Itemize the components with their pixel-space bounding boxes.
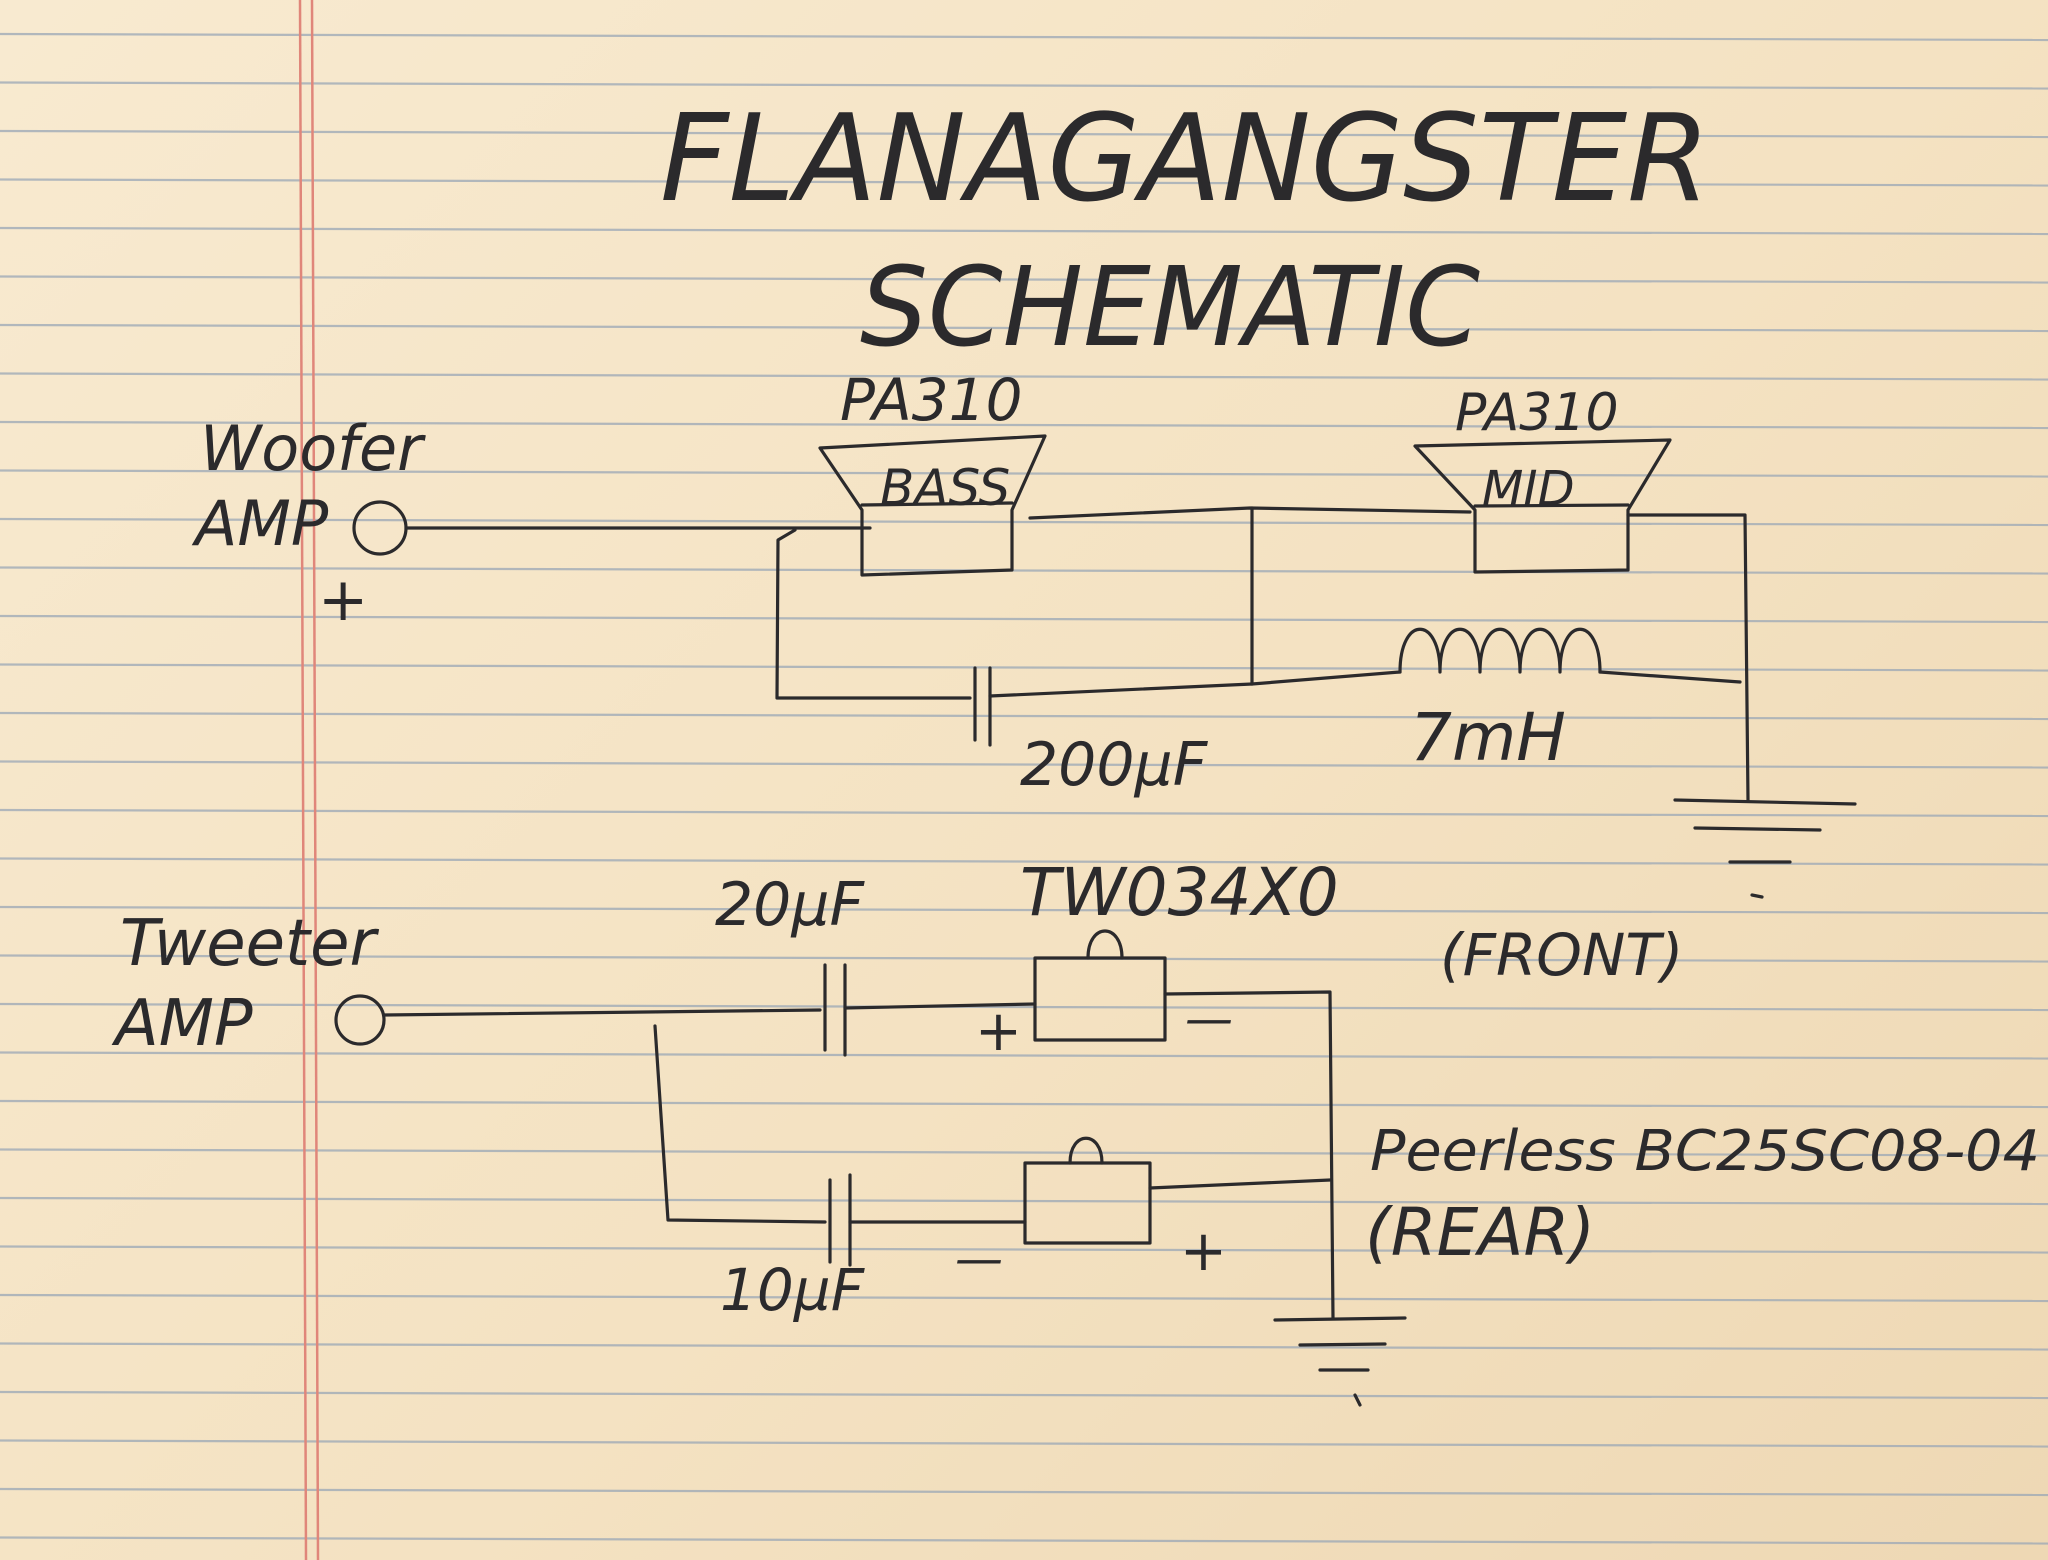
rule-line <box>0 857 2048 866</box>
rule-line <box>0 32 2048 42</box>
bass-out-wire <box>1028 506 1472 520</box>
rule-line <box>0 1148 2048 1157</box>
margin-line-2 <box>310 0 320 1560</box>
front-plus-label: + <box>975 999 1022 1064</box>
rule-line <box>0 323 2048 333</box>
capacitor-10uf-symbol <box>828 1173 852 1267</box>
capacitor-200uf-symbol <box>973 666 992 747</box>
capacitor-200uf-label: 200µF <box>1020 730 1209 800</box>
front-tweeter-symbol <box>1033 929 1167 1042</box>
rule-line <box>0 372 2048 381</box>
rule-line <box>0 275 2048 284</box>
rear-plus-label: + <box>1180 1219 1227 1284</box>
front-out-wire <box>1163 990 1335 1320</box>
title-line-2: SCHEMATIC <box>860 243 1480 371</box>
rule-line <box>0 614 2048 624</box>
front-tweeter-note: (FRONT) <box>1440 921 1683 989</box>
rule-line <box>0 1536 2048 1545</box>
mid-driver-label: MID <box>1482 461 1575 517</box>
rear-tweeter-note: (REAR) <box>1365 1194 1595 1271</box>
rule-line <box>0 954 2048 963</box>
bass-driver-symbol <box>818 434 1047 577</box>
title-line-1: FLANAGANGSTER <box>660 90 1710 229</box>
rule-line <box>0 808 2048 818</box>
ground-symbol-bottom <box>1273 1316 1407 1407</box>
rear-minus-label: — <box>955 1231 1003 1287</box>
rule-line <box>0 760 2048 769</box>
rear-tweeter-symbol <box>1023 1136 1152 1245</box>
inductor-7mh-symbol <box>1398 627 1602 674</box>
bass-model-label: PA310 <box>840 366 1022 434</box>
rule-line <box>0 711 2048 721</box>
rule-line <box>0 1293 2048 1303</box>
rule-line <box>0 129 2048 139</box>
coil-to-ground-wire <box>1598 670 1742 684</box>
rule-line <box>0 226 2048 236</box>
bass-feed-branch <box>775 528 972 700</box>
rule-line <box>0 420 2048 430</box>
woofer-amp-label-1: Woofer <box>200 412 426 485</box>
cap-to-junction-wire <box>988 682 1254 698</box>
rule-line <box>0 566 2048 575</box>
ground-symbol-top <box>1673 798 1857 899</box>
rule-line <box>0 1487 2048 1497</box>
cap20-to-front-wire <box>843 1002 1037 1010</box>
capacitor-10uf-label: 10µF <box>720 1256 866 1324</box>
capacitor-20uf-label: 20µF <box>715 870 866 940</box>
front-tweeter-model-label: TW034X0 <box>1020 854 1339 931</box>
woofer-amp-label-2: AMP <box>191 487 329 560</box>
mid-driver-symbol <box>1413 438 1672 574</box>
woofer-amp-terminal <box>352 500 408 556</box>
rule-line <box>0 517 2048 527</box>
bass-driver-label: BASS <box>880 459 1010 517</box>
rule-line <box>0 1099 2048 1109</box>
tweeter-amp-label-1: Tweeter <box>120 907 379 981</box>
tweeter-amp-terminal <box>334 994 386 1046</box>
front-minus-label: — <box>1185 991 1233 1047</box>
rear-feed-branch <box>653 1024 827 1224</box>
rule-line <box>0 1342 2048 1351</box>
rule-line <box>0 905 2048 915</box>
capacitor-20uf-symbol <box>823 963 847 1057</box>
mid-return-wire <box>1626 513 1750 802</box>
rear-out-wire <box>1148 1178 1332 1190</box>
rule-line <box>0 663 2048 672</box>
rear-tweeter-model-label: Peerless BC25SC08-04 <box>1370 1119 2040 1184</box>
rule-line <box>0 178 2048 187</box>
tweeter-amp-label-2: AMP <box>111 987 253 1061</box>
woofer-plus-label: + <box>318 565 368 635</box>
tweeter-input-wire <box>382 1008 822 1017</box>
margin-line-1 <box>298 0 308 1560</box>
rule-line <box>0 81 2048 90</box>
rule-line <box>0 1439 2048 1448</box>
rule-line <box>0 469 2048 478</box>
rule-line <box>0 1051 2048 1060</box>
junction-to-coil-wire <box>1250 670 1402 686</box>
inductor-7mh-label: 7mH <box>1410 699 1566 776</box>
rule-line <box>0 1390 2048 1400</box>
mid-model-label: PA310 <box>1455 383 1619 443</box>
rule-line <box>0 1245 2048 1254</box>
